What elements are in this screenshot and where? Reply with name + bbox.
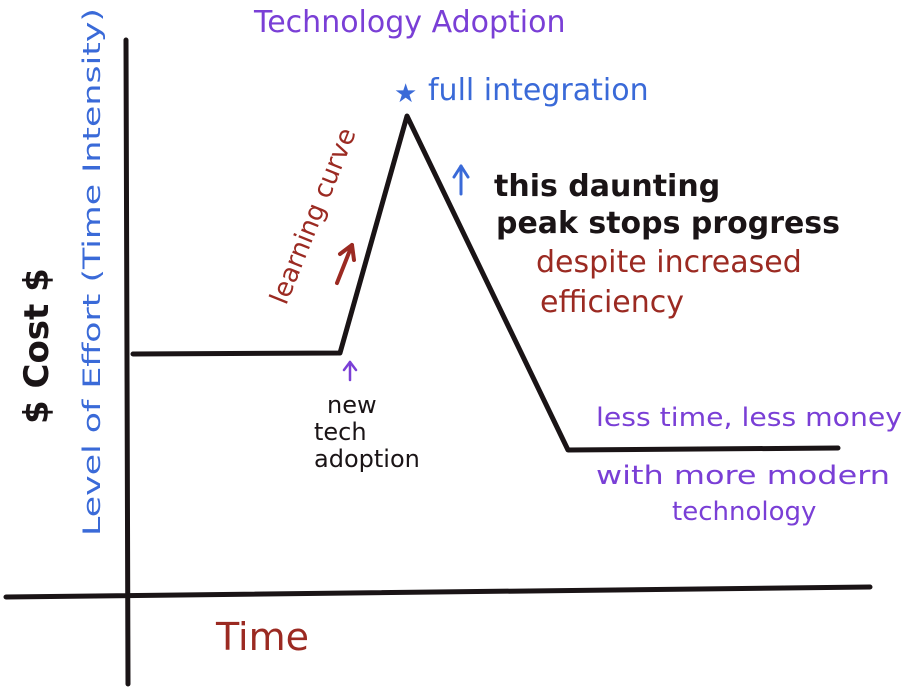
- y-axis-line: [123, 37, 131, 687]
- less-time-text: less time, less money: [596, 403, 902, 433]
- daunting-text-line2: peak stops progress: [496, 206, 840, 241]
- learning-curve-arrow-icon: [335, 243, 356, 285]
- x-axis-label: Time: [215, 615, 309, 659]
- x-axis-line: [3, 584, 873, 600]
- star-icon: ★: [394, 79, 417, 109]
- modern-tech-text-line2: technology: [672, 497, 816, 527]
- new-tech-label-line1: new: [327, 391, 377, 419]
- despite-text-line2: efficiency: [540, 285, 684, 320]
- learning-curve-label: learning curve: [265, 124, 363, 309]
- daunting-peak-arrow-icon: [452, 164, 470, 196]
- adoption-effort-curve: [130, 113, 841, 453]
- new-tech-arrow-icon: [342, 360, 358, 382]
- daunting-text-line1: this daunting: [494, 169, 720, 204]
- diagram-title: Technology Adoption: [253, 5, 565, 40]
- peak-label: full integration: [428, 73, 649, 108]
- new-tech-label-line2: tech: [314, 418, 367, 446]
- modern-tech-text-line1: with more modern: [596, 461, 890, 491]
- new-tech-label-line3: adoption: [314, 445, 420, 473]
- despite-text-line1: despite increased: [536, 245, 802, 280]
- y-axis-primary-label: $ Cost $: [17, 268, 57, 424]
- y-axis-secondary-label: Level of Effort (Time Intensity): [78, 8, 106, 536]
